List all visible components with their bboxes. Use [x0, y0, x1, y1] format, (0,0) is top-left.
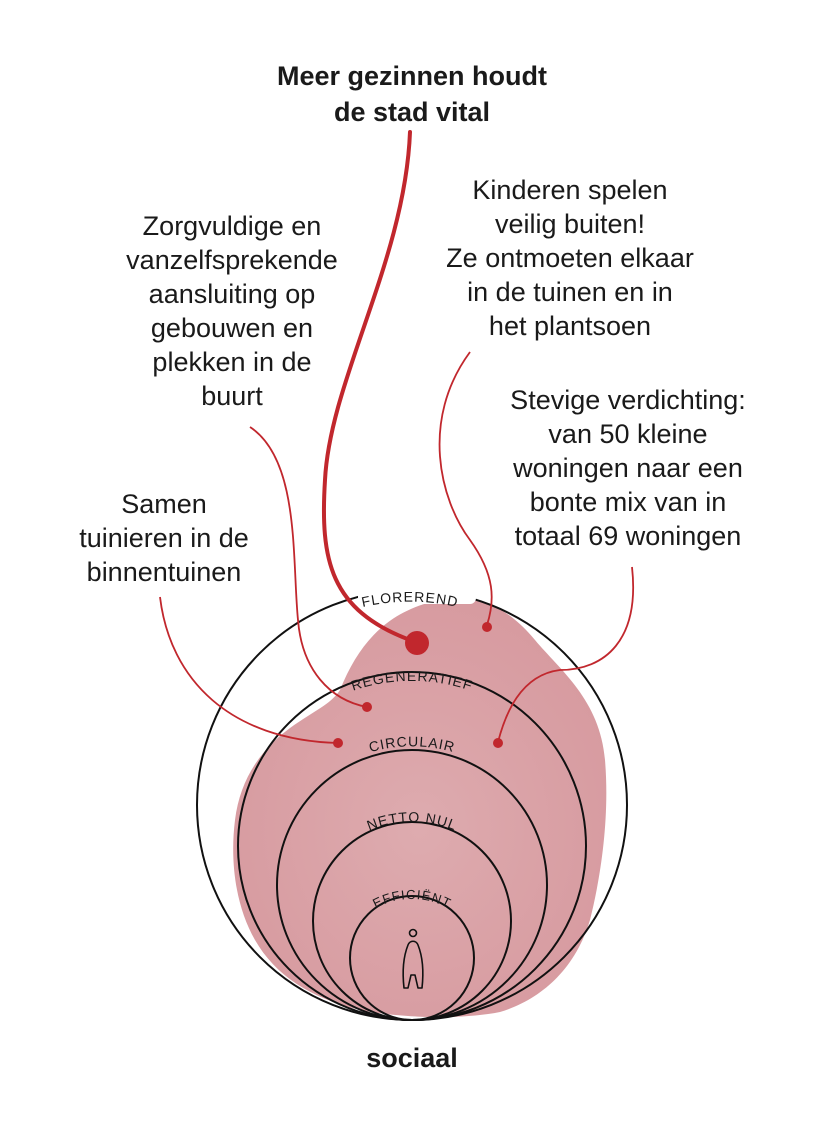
connector-kinderen: [438, 351, 493, 626]
annotation-line: Stevige verdichting:: [510, 385, 746, 415]
annotation-line: binnentuinen: [86, 557, 242, 587]
dot-kinderen: [482, 622, 492, 632]
connector-lines: [159, 351, 634, 744]
dot-samen: [333, 738, 343, 748]
connector-samen: [159, 596, 339, 744]
annotation-line: Kinderen spelen: [472, 175, 668, 205]
main-connector-line: [321, 130, 412, 642]
rings: [196, 589, 628, 1021]
ring-label-florerend: FLOREREND: [360, 589, 460, 610]
annotation-line: Ze ontmoeten elkaar: [446, 243, 694, 273]
annotation-verdichting: Stevige verdichting: van 50 kleine wonin…: [510, 383, 746, 553]
dot-verdichting: [493, 738, 503, 748]
person-icon: [402, 928, 424, 989]
annotation-line: Samen: [121, 489, 207, 519]
annotation-kinderen: Kinderen spelen veilig buiten! Ze ontmoe…: [446, 173, 694, 343]
annotation-line: veilig buiten!: [494, 209, 646, 239]
annotation-line: totaal 69 woningen: [514, 521, 742, 551]
impact-blob: [233, 598, 607, 1018]
footer-label-sociaal: sociaal: [366, 1043, 458, 1073]
main-connector-dot: [405, 631, 429, 655]
annotation-line: tuinieren in de: [79, 523, 249, 553]
connector-verdichting: [497, 566, 634, 743]
annotation-line: in de tuinen en in: [467, 277, 673, 307]
connector-zorgvuldige: [249, 426, 368, 708]
annotation-line: vanzelfsprekende: [126, 245, 338, 275]
title-line-1: Meer gezinnen houdt: [277, 61, 547, 91]
annotation-line: het plantsoen: [488, 311, 652, 341]
connector-dots: [333, 622, 503, 748]
annotation-line: bonte mix van in: [529, 487, 727, 517]
ring-label-circulair: CIRCULAIR: [367, 733, 457, 755]
ring-label-backgrounds: [358, 584, 476, 604]
annotation-line: buurt: [201, 381, 263, 411]
annotation-line: Zorgvuldige en: [142, 211, 322, 241]
annotation-line: gebouwen en: [150, 313, 314, 343]
annotation-line: van 50 kleine: [548, 419, 708, 449]
ring-efficient: [349, 895, 475, 1021]
annotation-line: aansluiting op: [148, 279, 316, 309]
dot-zorgvuldige: [362, 702, 372, 712]
annotation-samen: Samen tuinieren in de binnentuinen: [79, 487, 249, 589]
title-line-2: de stad vital: [333, 97, 491, 127]
annotation-zorgvuldige: Zorgvuldige en vanzelfsprekende aansluit…: [126, 209, 338, 413]
annotation-line: woningen naar een: [513, 453, 743, 483]
annotation-line: plekken in de: [152, 347, 312, 377]
diagram-title: Meer gezinnen houdt de stad vital: [212, 58, 612, 130]
